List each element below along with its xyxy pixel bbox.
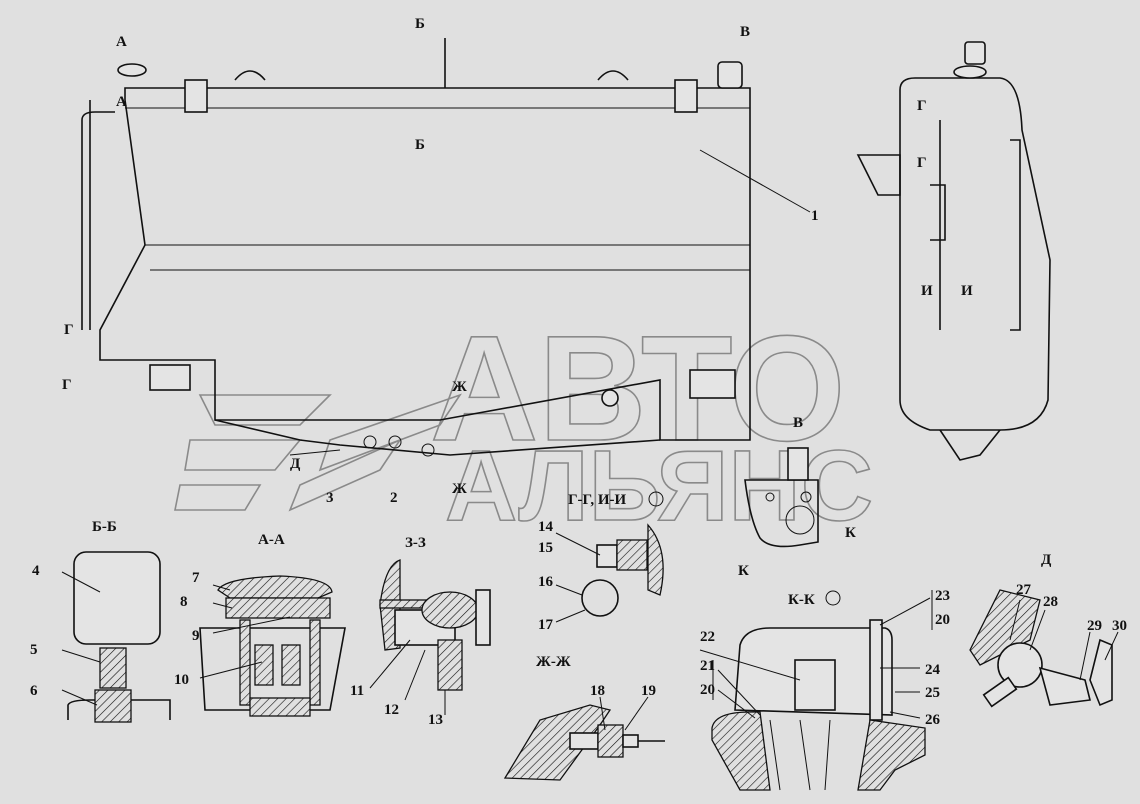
callout-17: 17: [538, 617, 554, 633]
callout-18: 18: [590, 683, 605, 699]
section-marker-i-left: И: [921, 283, 933, 299]
section-title-gg-ii: Г-Г, И-И: [568, 492, 627, 508]
callout-19: 19: [641, 683, 656, 699]
callout-2: 2: [390, 490, 398, 506]
callout-26: 26: [925, 712, 941, 728]
section-marker-g-side-bottom: Г: [917, 155, 927, 171]
callout-28: 28: [1043, 594, 1058, 610]
fuel-tank-main-view: [81, 38, 811, 457]
section-marker-i-right: И: [961, 283, 973, 299]
callout-27: 27: [1016, 582, 1032, 598]
section-aa: [199, 575, 346, 717]
view-v-title: В: [793, 415, 803, 431]
section-zhzh: [503, 704, 665, 781]
section-marker-b-top: Б: [415, 16, 425, 32]
view-v-bracket: [744, 447, 819, 548]
section-kk: [711, 590, 926, 791]
section-marker-g-top: Г: [64, 322, 74, 338]
callout-9: 9: [192, 628, 200, 644]
section-title-kk: К-К: [788, 592, 815, 608]
watermark-text-line2: АЛЬЯНС: [445, 430, 873, 542]
callout-15: 15: [538, 540, 553, 556]
section-title-zz: З-З: [405, 535, 426, 551]
section-zz: [369, 559, 491, 715]
callout-7: 7: [192, 570, 200, 586]
section-title-zhzh: Ж-Ж: [536, 654, 571, 670]
section-bb: [61, 551, 171, 723]
callout-5: 5: [30, 642, 38, 658]
watermark-text-line1: АВТО: [430, 304, 846, 472]
view-d: [969, 589, 1113, 708]
callout-22: 22: [700, 629, 715, 645]
fuel-tank-side-view: [856, 41, 1051, 461]
section-title-aa: А-А: [258, 532, 285, 548]
section-marker-zh-top: Ж: [452, 379, 467, 395]
callout-4: 4: [32, 563, 40, 579]
section-marker-g-bottom: Г: [62, 377, 72, 393]
callout-6: 6: [30, 683, 38, 699]
callout-23: 23: [935, 588, 950, 604]
section-marker-g-side-top: Г: [917, 98, 927, 114]
section-title-bb: Б-Б: [92, 519, 117, 535]
callout-20-top: 20: [935, 612, 950, 628]
view-marker-d: Д: [290, 456, 301, 472]
callout-10: 10: [174, 672, 189, 688]
watermark: АВТО АЛЬЯНС: [174, 303, 874, 543]
callout-25: 25: [925, 685, 940, 701]
callout-24: 24: [925, 662, 941, 678]
callout-20-left: 20: [700, 682, 715, 698]
section-marker-zh-bottom: Ж: [452, 481, 467, 497]
view-title-d: Д: [1041, 552, 1052, 568]
callout-12: 12: [384, 702, 399, 718]
callout-21: 21: [700, 658, 715, 674]
section-marker-b-bottom: Б: [415, 137, 425, 153]
callout-30: 30: [1112, 618, 1127, 634]
section-gg-ii: [555, 491, 664, 623]
watermark-logo: [174, 393, 462, 512]
leader-lines: [599, 590, 1119, 731]
callout-29: 29: [1087, 618, 1102, 634]
callout-8: 8: [180, 594, 188, 610]
callout-1: 1: [811, 208, 819, 224]
callout-16: 16: [538, 574, 554, 590]
callout-14: 14: [538, 519, 554, 535]
callout-13: 13: [428, 712, 443, 728]
section-marker-a-top: А: [116, 34, 127, 50]
section-marker-k-left: К: [738, 563, 749, 579]
section-marker-a-bottom: А: [116, 94, 127, 110]
callout-3: 3: [326, 490, 334, 506]
section-marker-k-right: К: [845, 525, 856, 541]
callout-11: 11: [350, 683, 364, 699]
view-marker-v: В: [740, 24, 750, 40]
